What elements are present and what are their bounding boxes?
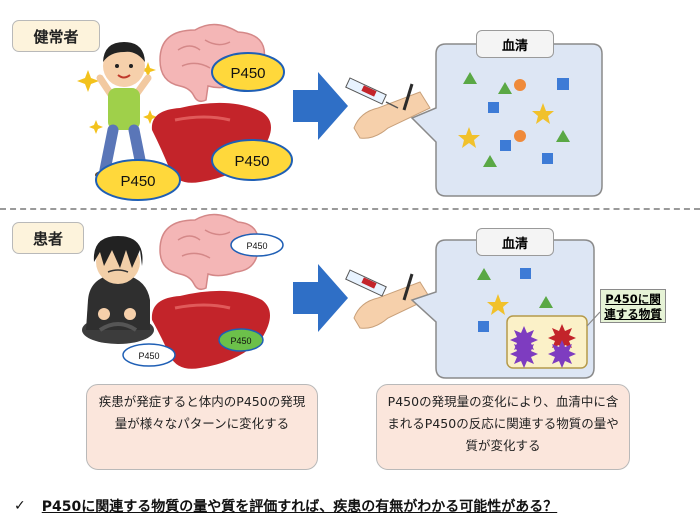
healthy-serum-title: 血清 — [476, 30, 554, 58]
syringe-arm-icon — [345, 269, 431, 329]
patient-person-icon — [82, 236, 154, 344]
check-icon: ✓ — [14, 498, 26, 514]
svg-text:P450: P450 — [120, 173, 155, 190]
p450-pill-white-left: P450 — [122, 343, 176, 367]
section-divider — [0, 208, 700, 210]
sparkle-icon — [77, 62, 157, 134]
svg-text:P450: P450 — [246, 241, 267, 251]
svg-text:P450: P450 — [230, 65, 265, 82]
note-right: P450の発現量の変化により、血清中に含まれるP450の反応に関連する物質の量や… — [376, 384, 630, 470]
related-substance-inset — [506, 311, 601, 369]
healthy-label: 健常者 — [12, 20, 100, 52]
arrow-right-icon — [293, 264, 348, 332]
patient-illustration: P450 P450 P450 — [82, 213, 601, 379]
conclusion-text: P450に関連する物質の量や質を評価すれば、疾患の有無がわかる可能性がある？ — [41, 499, 558, 515]
svg-text:P450: P450 — [230, 336, 251, 346]
p450-pill-right: P450 — [211, 139, 293, 181]
serum-bubble — [410, 43, 603, 197]
arrow-right-icon — [293, 72, 348, 140]
healthy-person-icon — [95, 42, 153, 179]
p450-pill-left: P450 — [95, 159, 181, 201]
patient-serum-title: 血清 — [476, 228, 554, 256]
patient-label: 患者 — [12, 222, 84, 254]
conclusion: ✓ P450に関連する物質の量や質を評価すれば、疾患の有無がわかる可能性がある？ — [14, 494, 694, 518]
p450-pill-white-top: P450 — [230, 233, 284, 257]
serum-molecules — [458, 72, 570, 167]
p450-pill-green: P450 — [218, 328, 264, 352]
p450-pill-top: P450 — [211, 52, 285, 92]
healthy-illustration: P450 P450 P450 — [77, 23, 603, 201]
serum-molecules — [477, 268, 553, 332]
brain-icon — [159, 213, 260, 291]
p450-related-substance-callout: P450に関連する物質 — [600, 289, 666, 323]
note-left: 疾患が発症すると体内のP450の発現量が様々なパターンに変化する — [86, 384, 318, 470]
svg-text:P450: P450 — [138, 351, 159, 361]
svg-text:P450: P450 — [234, 153, 269, 170]
syringe-arm-icon — [345, 77, 431, 139]
